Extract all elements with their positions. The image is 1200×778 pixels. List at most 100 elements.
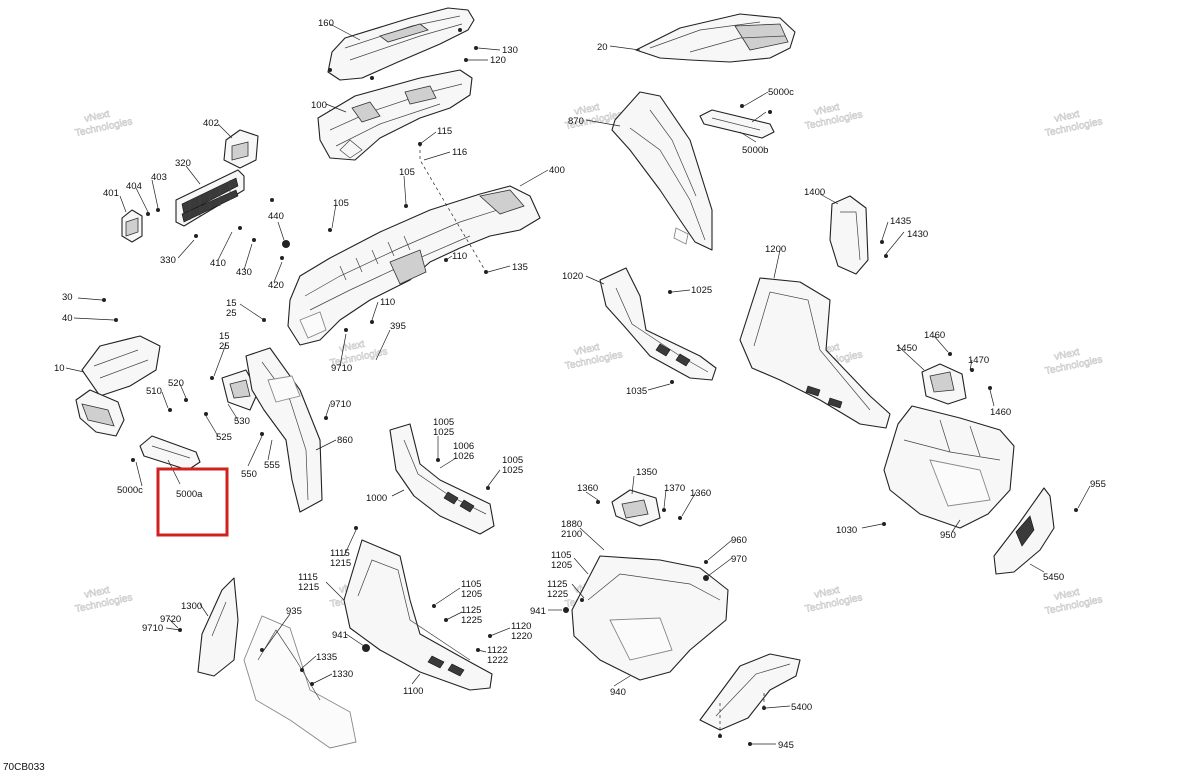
label-5000c: 5000c [768,87,794,98]
part-860-tunnel-cover[interactable] [245,347,323,513]
label-100: 100 [311,100,327,111]
label-1430: 1430 [907,229,928,240]
part-1300-side-panel[interactable] [197,577,239,677]
highlight-box-5000a[interactable] [156,467,229,537]
part-5450-rear-panel[interactable] [993,487,1055,575]
label-1220: 1220 [511,631,532,642]
part-870-side-panel[interactable] [611,91,713,251]
label-555: 555 [264,460,280,471]
label-395: 395 [390,321,406,332]
label-1025: 1025 [691,285,712,296]
label-9710: 9710 [142,623,163,634]
label-403: 403 [151,172,167,183]
part-160-storage-lid[interactable] [327,7,475,81]
label-402: 402 [203,118,219,129]
label-25: 25 [226,308,237,319]
part-940-floor[interactable] [571,555,729,681]
part-20-upper-cover[interactable] [635,13,796,63]
label-2100: 2100 [561,529,582,540]
label-130: 130 [502,45,518,56]
label-20: 20 [597,42,608,53]
label-950: 950 [940,530,956,541]
part-1100-floor-rail[interactable] [343,539,493,691]
label-1370: 1370 [664,483,685,494]
part-5000a-bracket[interactable] [131,435,201,471]
part-5000b-bracket[interactable] [699,104,775,139]
part-520-bracket[interactable] [221,369,259,411]
part-1350-bracket[interactable] [611,489,661,527]
label-40: 40 [62,313,73,324]
label-1335: 1335 [316,652,337,663]
label-15: 15 [226,298,237,309]
label-940: 940 [610,687,626,698]
label-330: 330 [160,255,176,266]
label-1005: 1005 [502,455,523,466]
label-116: 116 [452,147,467,158]
label-320: 320 [175,158,191,169]
fasteners [102,46,1078,746]
label-1020: 1020 [562,271,583,282]
part-10-glove-bin[interactable] [75,335,161,437]
part-1000-floor-rail[interactable] [389,423,495,535]
label-1222: 1222 [487,655,508,666]
label-105: 105 [399,167,415,178]
label-1100: 1100 [403,686,423,697]
label-1025: 1025 [433,427,454,438]
label-1880: 1880 [561,519,582,530]
part-320-grille[interactable] [175,169,245,227]
part-1330-lower-frame[interactable] [243,615,357,749]
label-10: 10 [54,363,65,374]
part-401-clip[interactable] [121,209,143,243]
label-105: 105 [333,198,349,209]
label-1122: 1122 [487,645,507,656]
label-530: 530 [234,416,250,427]
label-110: 110 [380,297,395,308]
label-941: 941 [530,606,546,617]
fastener-403 [156,208,160,212]
label-1225: 1225 [461,615,482,626]
part-100-console-frame[interactable] [317,69,473,161]
label-525: 525 [216,432,232,443]
label-1215: 1215 [330,558,351,569]
label-945: 945 [778,740,794,751]
label-1035: 1035 [626,386,647,397]
label-1470: 1470 [968,355,989,366]
part-1400-bracket[interactable] [829,195,869,275]
label-1205: 1205 [461,589,482,600]
label-410: 410 [210,258,226,269]
label-1330: 1330 [332,669,353,680]
label-1215: 1215 [298,582,319,593]
label-120: 120 [490,55,506,66]
label-9710: 9710 [330,399,351,410]
label-160: 160 [318,18,334,29]
label-135: 135 [512,262,528,273]
part-950-floor-tub[interactable] [883,405,1015,529]
label-9710: 9710 [331,363,352,374]
label-1120: 1120 [511,621,531,632]
label-401: 401 [103,188,119,199]
label-115: 115 [437,126,452,137]
label-520: 520 [168,378,184,389]
part-402-clip[interactable] [223,129,259,169]
label-5000b: 5000b [742,145,768,156]
label-1460: 1460 [924,330,945,341]
label-1105: 1105 [551,550,571,561]
part-1020-floor-rail[interactable] [599,267,717,381]
label-110: 110 [452,251,467,262]
part-1200-floor-panel[interactable] [739,277,891,429]
label-935: 935 [286,606,302,617]
part-1450-bracket[interactable] [921,363,967,405]
label-970: 970 [731,554,747,565]
label-860: 860 [337,435,353,446]
label-510: 510 [146,386,162,397]
leader-lines [65,23,1091,745]
label-1300: 1300 [181,601,202,612]
label-1205: 1205 [551,560,572,571]
part-5400-heat-shield[interactable] [699,653,801,731]
part-400-dashboard-beam[interactable] [287,185,541,346]
label-5450: 5450 [1043,572,1064,583]
label-1026: 1026 [453,451,474,462]
label-430: 430 [236,267,252,278]
part-labels: 160 130 120 100 20 5000c 870 5000b 402 3… [54,18,1106,751]
label-25: 25 [219,341,230,352]
